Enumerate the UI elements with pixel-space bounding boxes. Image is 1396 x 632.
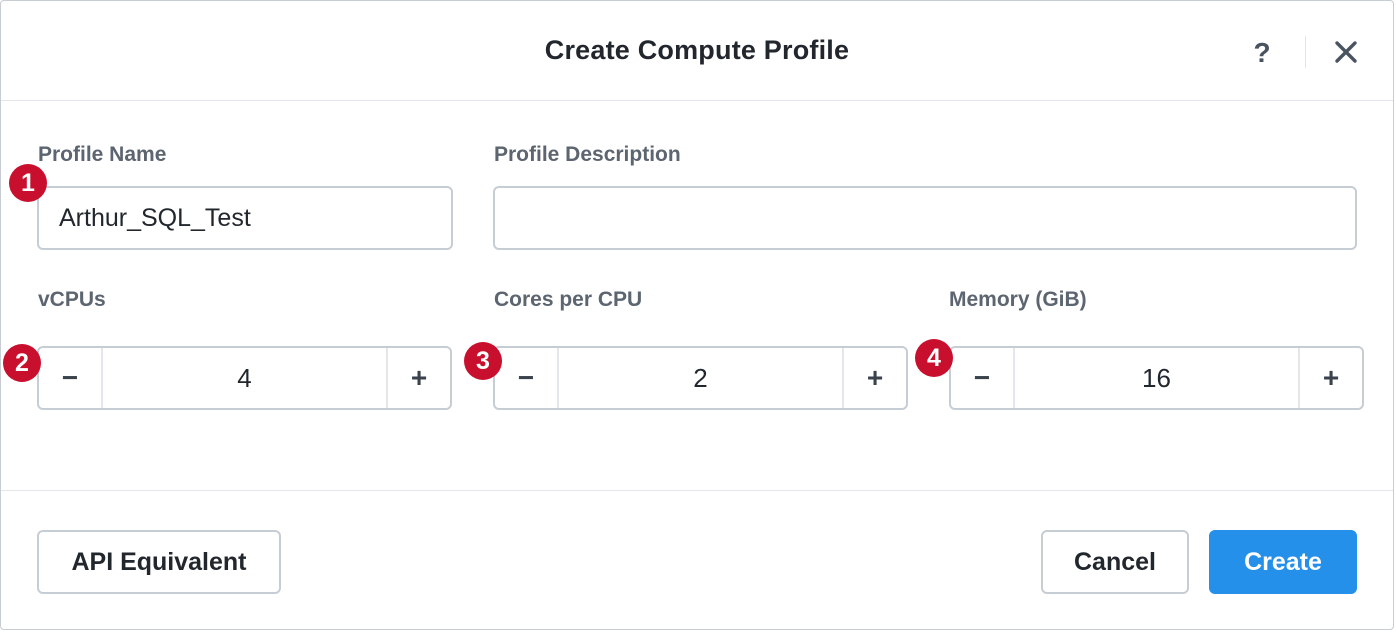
- cores-per-cpu-label: Cores per CPU: [494, 288, 643, 311]
- cores-per-cpu-increment-button[interactable]: +: [842, 348, 906, 408]
- dialog-title: Create Compute Profile: [544, 35, 850, 65]
- profile-description-label: Profile Description: [494, 143, 681, 166]
- memory-decrement-button[interactable]: −: [951, 348, 1015, 408]
- cores-per-cpu-stepper: − 2 +: [493, 346, 908, 410]
- annotation-badge-2: 2: [3, 344, 41, 382]
- vcpus-label: vCPUs: [38, 288, 106, 311]
- profile-description-input[interactable]: [493, 186, 1357, 250]
- cores-per-cpu-value[interactable]: 2: [693, 362, 708, 393]
- close-button[interactable]: [1332, 38, 1360, 66]
- vcpus-stepper: − 4 +: [37, 346, 452, 410]
- close-icon: [1335, 41, 1357, 63]
- dialog-header: Create Compute Profile ?: [1, 1, 1393, 101]
- vcpus-increment-button[interactable]: +: [386, 348, 450, 408]
- annotation-badge-4: 4: [915, 339, 953, 377]
- api-equivalent-button[interactable]: API Equivalent: [37, 530, 281, 594]
- cores-per-cpu-decrement-button[interactable]: −: [495, 348, 559, 408]
- help-button[interactable]: ?: [1253, 37, 1271, 68]
- cancel-button[interactable]: Cancel: [1041, 530, 1189, 594]
- memory-increment-button[interactable]: +: [1298, 348, 1362, 408]
- memory-value[interactable]: 16: [1142, 362, 1171, 393]
- vcpus-value[interactable]: 4: [237, 362, 252, 393]
- profile-name-input[interactable]: [37, 186, 453, 250]
- profile-name-label: Profile Name: [38, 143, 167, 166]
- footer-divider: [1, 490, 1393, 491]
- vcpus-decrement-button[interactable]: −: [39, 348, 103, 408]
- create-button[interactable]: Create: [1209, 530, 1357, 594]
- header-divider: [1305, 36, 1306, 68]
- memory-stepper: − 16 +: [949, 346, 1364, 410]
- memory-label: Memory (GiB): [949, 288, 1087, 311]
- annotation-badge-3: 3: [464, 342, 502, 380]
- annotation-badge-1: 1: [9, 164, 47, 202]
